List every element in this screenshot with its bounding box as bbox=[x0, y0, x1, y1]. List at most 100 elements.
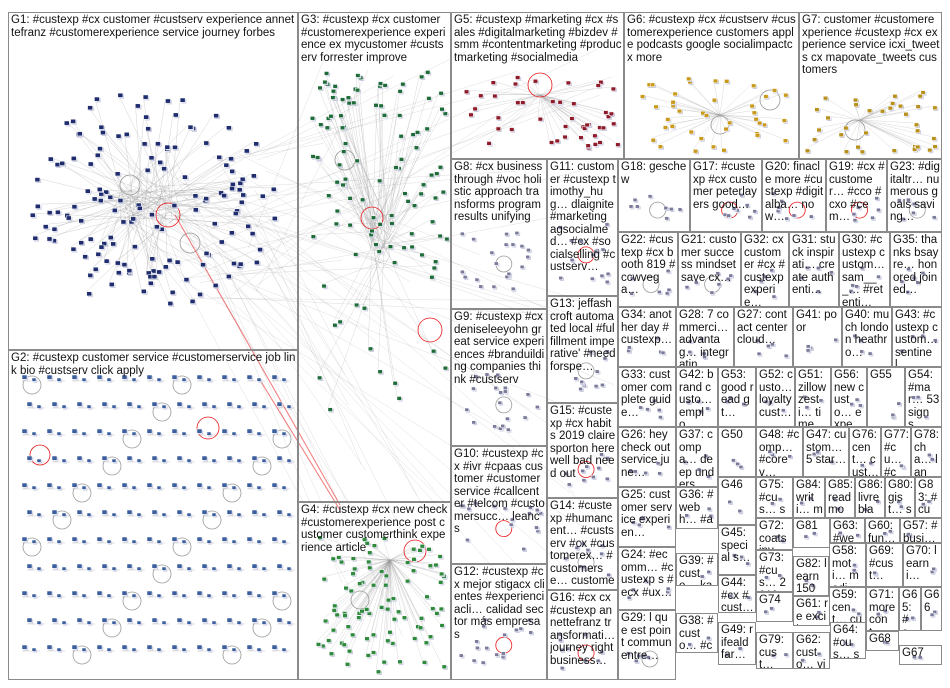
network-node bbox=[46, 644, 53, 650]
network-node bbox=[173, 112, 179, 118]
edge bbox=[387, 134, 400, 229]
edge bbox=[670, 114, 721, 125]
edge bbox=[100, 130, 170, 208]
edge bbox=[389, 559, 423, 661]
network-node bbox=[431, 265, 437, 271]
network-node bbox=[165, 98, 171, 104]
network-node bbox=[379, 605, 385, 610]
network-node bbox=[96, 187, 103, 192]
network-node bbox=[231, 539, 237, 544]
network-node bbox=[71, 204, 78, 210]
network-node bbox=[61, 512, 67, 517]
edge bbox=[248, 71, 518, 155]
network-node bbox=[382, 83, 388, 88]
network-node bbox=[236, 404, 242, 409]
network-node bbox=[106, 593, 112, 598]
edge bbox=[217, 244, 436, 492]
edge bbox=[539, 94, 550, 141]
edge bbox=[838, 119, 861, 134]
network-node bbox=[181, 485, 187, 490]
group-label-g17: G17: #custexp #cx customer peterlayers g… bbox=[693, 161, 757, 211]
network-node bbox=[96, 644, 103, 650]
network-node bbox=[371, 650, 377, 655]
network-node bbox=[378, 103, 384, 109]
network-node bbox=[61, 458, 67, 463]
network-node bbox=[310, 116, 316, 121]
network-node bbox=[271, 644, 278, 650]
network-node bbox=[161, 512, 167, 517]
edge bbox=[337, 243, 386, 321]
network-node bbox=[107, 235, 114, 240]
network-node bbox=[148, 280, 154, 286]
network-node bbox=[381, 113, 387, 118]
network-node bbox=[228, 156, 234, 162]
group-cell-g75: G75: #cus… sale… bbox=[756, 477, 793, 518]
edge bbox=[859, 119, 916, 130]
network-node bbox=[176, 563, 183, 569]
network-node bbox=[317, 85, 323, 91]
edge bbox=[142, 94, 157, 191]
group-label-g31: G31: stuck inspirati… create authenti… bbox=[792, 234, 836, 296]
network-node bbox=[422, 660, 428, 665]
group-label-g69: G69: #cust… bbox=[869, 545, 894, 582]
network-node bbox=[429, 275, 435, 280]
edge bbox=[142, 197, 258, 248]
edge bbox=[472, 94, 541, 108]
network-node bbox=[91, 196, 98, 202]
edge bbox=[353, 87, 373, 222]
network-node bbox=[151, 274, 158, 280]
edge bbox=[155, 141, 157, 194]
network-node bbox=[21, 644, 28, 650]
group-label-g52: G52: custo… loyalty cust… bbox=[759, 369, 793, 419]
network-node bbox=[101, 241, 108, 246]
network-node bbox=[221, 193, 227, 199]
edge bbox=[814, 107, 861, 121]
edge bbox=[859, 119, 916, 146]
network-node bbox=[397, 89, 403, 94]
group-cell-g8: G8: #cx business through #voc holistic a… bbox=[451, 159, 547, 309]
network-node bbox=[156, 539, 162, 544]
network-node bbox=[176, 401, 183, 407]
network-node bbox=[21, 482, 28, 488]
edge bbox=[166, 207, 517, 593]
group-label-g37: G37: compa… deep unders… bbox=[679, 429, 715, 487]
network-node bbox=[431, 349, 437, 354]
group-cell-g4: G4: #custexp #cx new check #customerexpe… bbox=[298, 502, 451, 680]
group-label-g71: G71: more cont… bbox=[869, 589, 896, 630]
edge bbox=[327, 258, 380, 408]
edge bbox=[539, 94, 587, 123]
network-node bbox=[106, 377, 112, 382]
group-cell-g67: G67 bbox=[899, 645, 942, 665]
network-node bbox=[151, 563, 158, 569]
group-label-g24: G24: #ecomm… #custexp s #ecx #ux… bbox=[621, 549, 674, 599]
network-node bbox=[181, 539, 187, 544]
network-node bbox=[251, 509, 258, 515]
network-node bbox=[186, 620, 192, 625]
network-node bbox=[106, 485, 112, 490]
network-node bbox=[179, 97, 186, 103]
group-cell-g28: G28: 7 commerci… advantag… integratin… bbox=[676, 307, 734, 367]
group-cell-g85: G85: read mor… bbox=[825, 477, 855, 518]
group-cell-g37: G37: compa… deep unders… bbox=[676, 427, 718, 487]
group-cell-g13: G13: jeffashcroft automated local #fulfi… bbox=[547, 296, 618, 403]
group-label-g79: G79: cust… bbox=[759, 634, 784, 669]
network-node bbox=[354, 302, 360, 308]
edge bbox=[179, 170, 583, 263]
edge bbox=[665, 114, 721, 118]
network-node bbox=[271, 536, 278, 542]
network-node bbox=[371, 543, 377, 548]
edge bbox=[389, 559, 429, 635]
group-label-g12: G12: #custexp #cx mejor stigacx clientes… bbox=[454, 566, 545, 641]
edge bbox=[145, 210, 149, 275]
group-cell-g56: G56: new custo… expe… bbox=[831, 367, 867, 427]
network-node bbox=[98, 244, 105, 250]
network-node bbox=[96, 536, 103, 542]
network-node bbox=[429, 172, 435, 178]
network-node bbox=[370, 215, 376, 220]
network-node bbox=[324, 125, 330, 130]
network-node bbox=[236, 512, 242, 517]
group-cell-g52: G52: custo… loyalty cust… bbox=[756, 367, 795, 427]
network-node bbox=[261, 620, 267, 625]
network-node bbox=[156, 593, 162, 598]
network-node bbox=[98, 124, 105, 130]
